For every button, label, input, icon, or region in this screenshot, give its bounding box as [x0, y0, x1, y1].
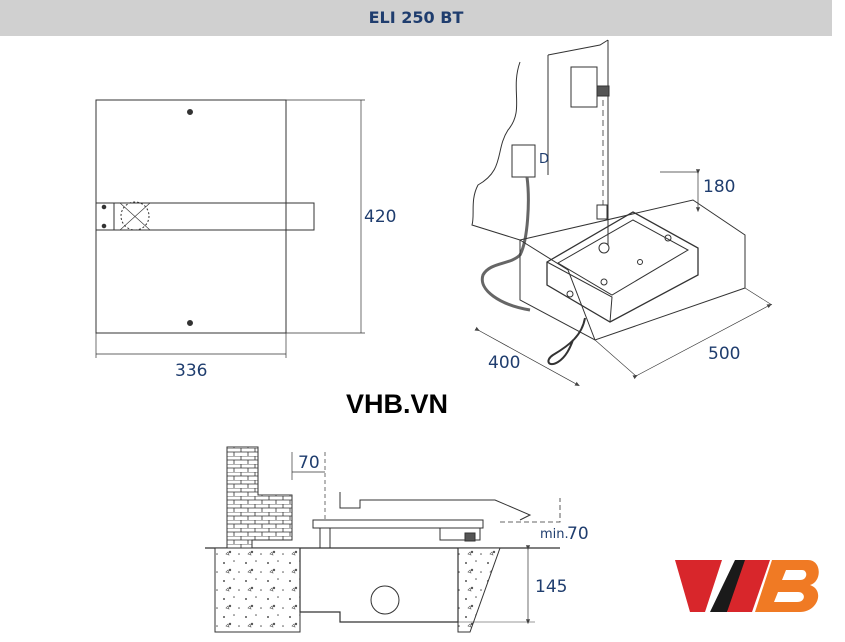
watermark-text: VHB.VN: [346, 389, 448, 419]
section-view: [205, 446, 561, 633]
hinge-plate: [570, 66, 598, 108]
concrete-left: [214, 547, 301, 633]
brick-wall: [226, 446, 293, 549]
min-value-label: 70: [567, 524, 589, 544]
iso-view: [471, 39, 773, 387]
top-view-height-label: 420: [364, 207, 396, 227]
header-title: ELI 250 BT: [368, 8, 464, 27]
iso-length-dimension: [632, 304, 772, 380]
iso-height-label: 180: [703, 177, 735, 197]
section-pit: [299, 548, 459, 623]
junction-box: [511, 144, 536, 178]
lever-arm: [95, 202, 315, 231]
iso-width-label: 400: [488, 353, 520, 373]
wall-offset-label: 70: [298, 453, 320, 473]
depth-label: 145: [535, 577, 567, 597]
header-bar: ELI 250 BT: [0, 0, 832, 36]
foundation-pit: [519, 199, 746, 341]
gate-pillar: [471, 40, 609, 245]
top-view-width-label: 336: [175, 361, 207, 381]
iso-width-dimension: [474, 326, 580, 387]
steel-box: [546, 211, 699, 323]
vhb-logo: [675, 560, 819, 612]
junction-marker-label: D: [539, 152, 549, 167]
gate-leaf: [312, 519, 484, 529]
conduit-cable: [480, 176, 531, 312]
pivot-circle: [120, 201, 150, 231]
concrete-right: [457, 547, 501, 633]
drain-pipe: [370, 585, 400, 615]
top-view-box: [95, 99, 287, 334]
iso-length-label: 500: [708, 344, 740, 364]
top-view: [95, 99, 365, 358]
min-text-label: min.: [540, 527, 569, 542]
